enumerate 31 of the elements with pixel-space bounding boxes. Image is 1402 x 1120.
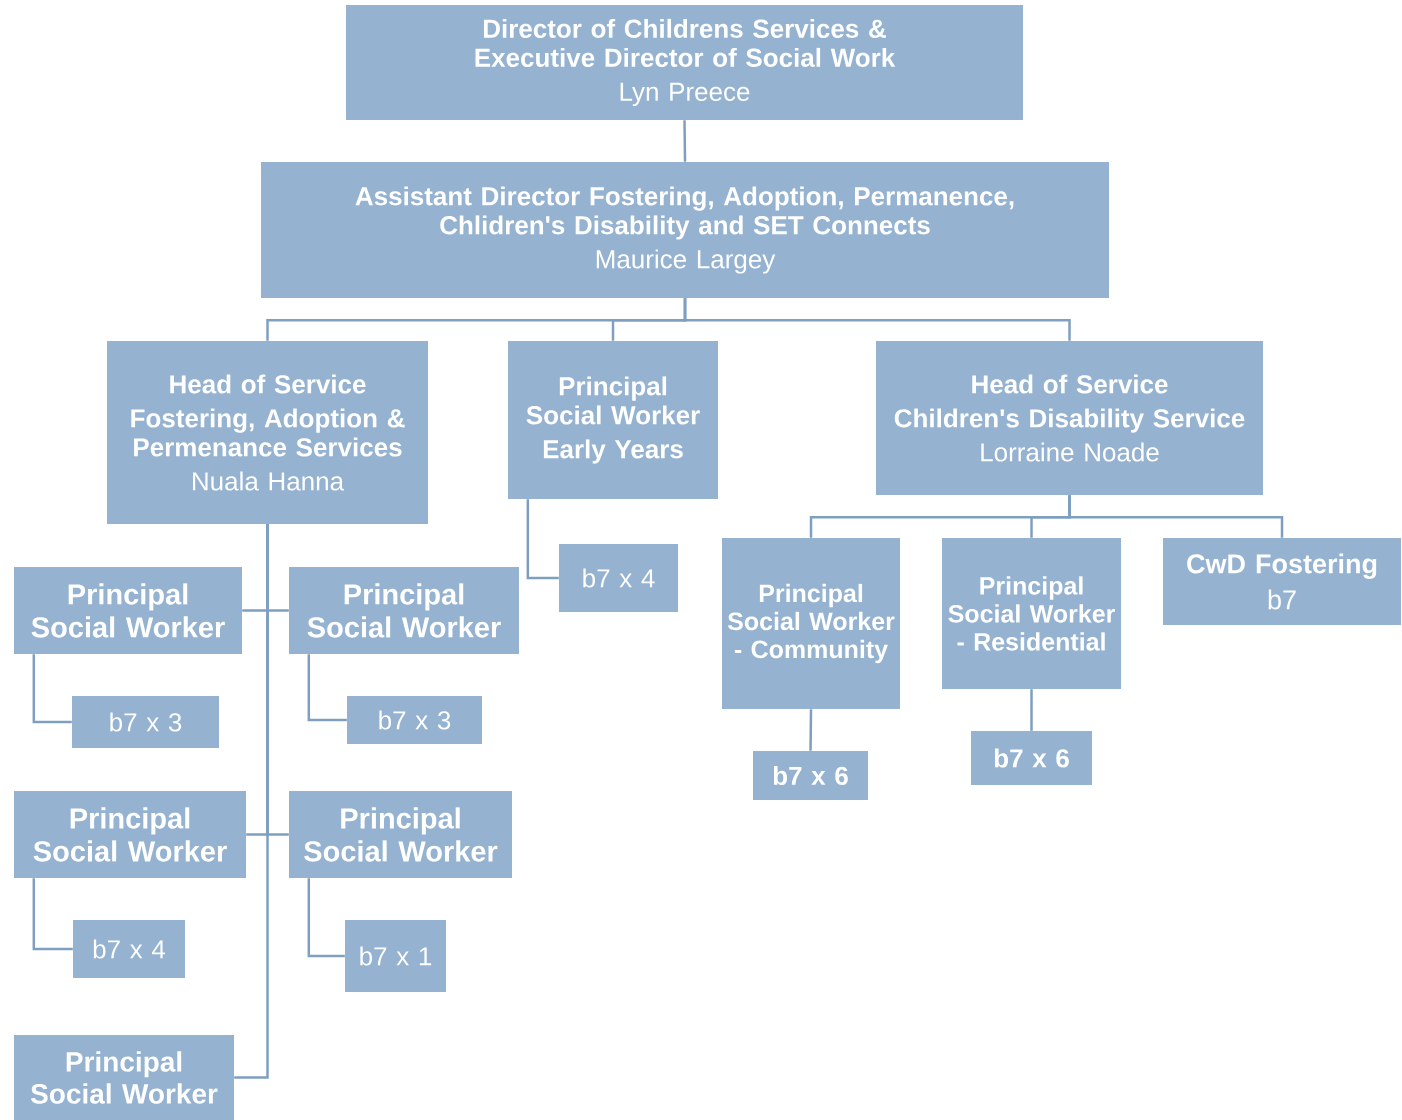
role-box: Principal Social Worker Early Years [508, 341, 718, 499]
role-box: Principal Social Worker [14, 1035, 234, 1120]
connector-line [683, 298, 1071, 341]
connector-line [683, 120, 687, 162]
role-box: Principal Social Worker [289, 567, 519, 654]
connector-line [1068, 495, 1284, 538]
role-box: Assistant Director Fostering, Adoption, Permanence, Chlidren's Disability and SET Connects Maurice Largey [261, 162, 1109, 298]
staff-count-box: b7 x 6 [971, 731, 1092, 785]
role-box: CwD Fostering b7 [1163, 538, 1401, 625]
role-box: Director of Childrens Services & Executive Director of Social Work Lyn Preece [346, 5, 1023, 120]
role-box: Principal Social Worker [14, 567, 242, 654]
staff-count-box: b7 x 4 [73, 920, 185, 978]
role-box: Principal Social Worker [14, 791, 246, 878]
role-box: Principal Social Worker - Community [722, 538, 900, 709]
connector-line [307, 654, 347, 722]
staff-count-box: b7 x 6 [753, 751, 868, 800]
connector-line [307, 878, 345, 958]
role-box: Principal Social Worker [289, 791, 512, 878]
connector-line [32, 654, 72, 724]
staff-count-box: b7 x 3 [72, 696, 219, 748]
role-box: Head of Service Fostering, Adoption & Permenance Services Nuala Hanna [107, 341, 428, 524]
connector-line [32, 878, 73, 951]
connector-line [234, 524, 269, 1079]
connector-line [1030, 689, 1033, 731]
staff-count-box: b7 x 1 [345, 920, 446, 992]
role-box: Principal Social Worker - Residential [942, 538, 1121, 689]
staff-count-box: b7 x 4 [559, 544, 678, 612]
connector-line [809, 709, 813, 751]
role-box: Head of Service Children's Disability Service Lorraine Noade [876, 341, 1263, 495]
staff-count-box: b7 x 3 [347, 696, 482, 744]
connector-line [526, 499, 559, 580]
